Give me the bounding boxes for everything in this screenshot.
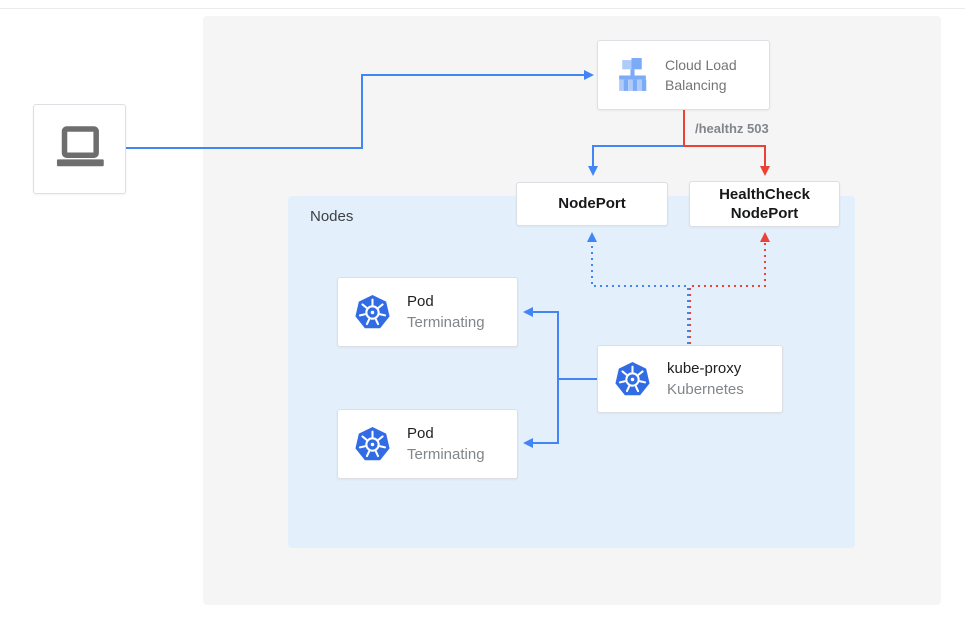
kube-proxy-node: kube-proxy Kubernetes: [597, 345, 783, 413]
pod-node-2: Pod Terminating: [337, 409, 518, 479]
healthz-503-label: /healthz 503: [695, 121, 769, 136]
pod-text: Pod Terminating: [407, 291, 485, 333]
cloud-load-balancing-icon: [619, 57, 647, 91]
nodes-group-label: Nodes: [310, 208, 354, 225]
client-node: [33, 104, 126, 194]
kubernetes-icon: [615, 361, 650, 395]
kube-proxy-text: kube-proxy Kubernetes: [667, 358, 744, 400]
kube-proxy-title: kube-proxy: [667, 360, 742, 377]
healthcheck-nodeport-node: HealthCheck NodePort: [689, 181, 840, 227]
kubernetes-icon: [355, 294, 390, 328]
laptop-icon: [56, 126, 104, 167]
pod-status: Terminating: [407, 314, 485, 331]
pod-text: Pod Terminating: [407, 423, 485, 465]
nodeport-label: NodePort: [558, 195, 626, 213]
kube-proxy-subtitle: Kubernetes: [667, 381, 744, 398]
pod-node-1: Pod Terminating: [337, 277, 518, 347]
kubernetes-icon: [355, 426, 390, 460]
pod-status: Terminating: [407, 446, 485, 463]
cloud-load-balancing-label: Cloud Load Balancing: [665, 56, 737, 93]
healthcheck-nodeport-label: HealthCheck NodePort: [719, 185, 810, 223]
pod-title: Pod: [407, 425, 434, 442]
top-divider: [0, 8, 965, 9]
pod-title: Pod: [407, 293, 434, 310]
nodeport-node: NodePort: [516, 182, 668, 226]
cloud-load-balancing-node: Cloud Load Balancing: [597, 40, 770, 110]
